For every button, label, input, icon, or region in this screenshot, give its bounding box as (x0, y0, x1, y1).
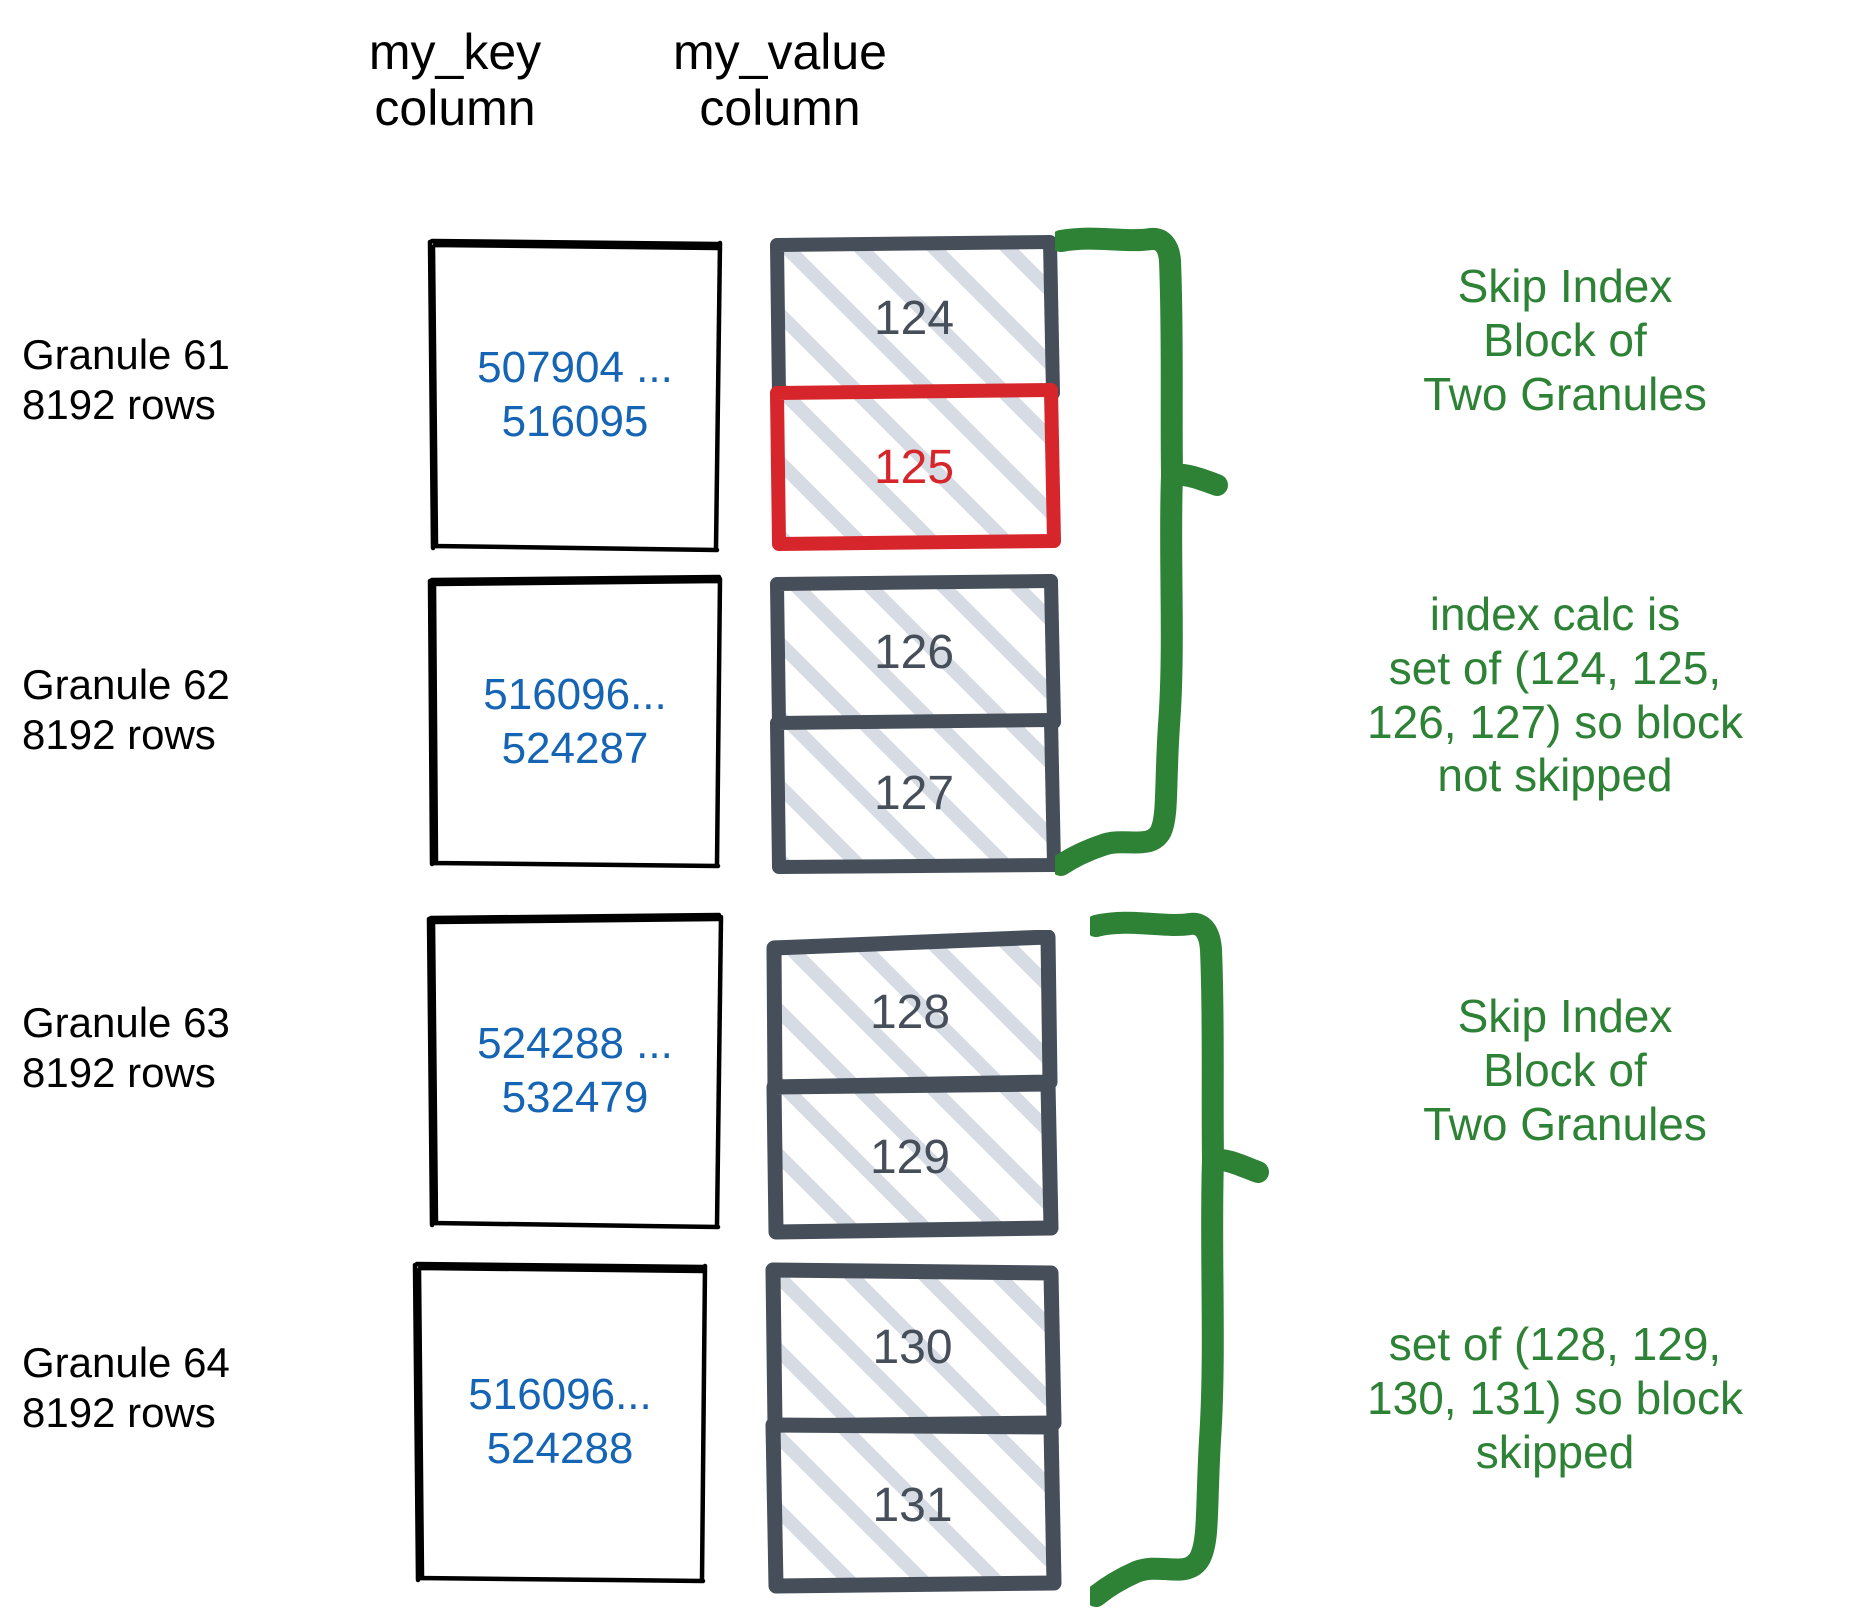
key-range-62: 516096... 524287 (483, 670, 667, 773)
value-cell-128: 128 (766, 930, 1058, 1095)
annotation-skip-index-lower: Skip Index Block of Two Granules (1423, 990, 1707, 1150)
key-range-63: 524288 ... 532479 (477, 1019, 673, 1122)
granule-label-64: Granule 64 8192 rows (22, 1339, 230, 1436)
value-cell-126: 126 (770, 574, 1061, 731)
annotation-index-calc-not-skipped: index calc is set of (124, 125, 126, 127… (1367, 588, 1743, 802)
value-text-128: 128 (869, 986, 951, 1039)
granule-label-63: Granule 63 8192 rows (22, 999, 230, 1096)
key-box-granule-64: 516096... 524288 (412, 1261, 708, 1584)
value-cell-131: 131 (765, 1417, 1062, 1594)
key-range-64: 516096... 524288 (468, 1370, 652, 1473)
value-text-129: 129 (869, 1131, 951, 1184)
key-box-granule-62: 516096... 524287 (427, 574, 723, 869)
granule-label-61: Granule 61 8192 rows (22, 331, 230, 428)
value-text-125: 125 (873, 440, 955, 494)
annotation-skip-index-upper: Skip Index Block of Two Granules (1423, 260, 1707, 420)
value-cell-125: 125 (770, 383, 1061, 551)
value-cell-127: 127 (770, 713, 1061, 874)
column-header-my-key: my_key column (368, 24, 542, 136)
value-cell-129: 129 (766, 1076, 1059, 1240)
value-text-127: 127 (873, 767, 955, 820)
value-cell-130: 130 (765, 1262, 1062, 1434)
key-box-granule-63: 524288 ... 532479 (426, 912, 724, 1230)
value-text-124: 124 (873, 291, 955, 345)
key-box-granule-61: 507904 ... 516095 (427, 238, 723, 553)
key-range-61: 507904 ... 516095 (477, 343, 673, 446)
column-header-my-value: my_value column (673, 24, 887, 136)
granule-label-62: Granule 62 8192 rows (22, 661, 230, 758)
value-text-126: 126 (873, 625, 955, 679)
value-text-131: 131 (872, 1478, 953, 1532)
value-text-130: 130 (872, 1321, 953, 1374)
value-cell-124: 124 (770, 235, 1060, 402)
annotation-index-calc-skipped: set of (128, 129, 130, 131) so block ski… (1367, 1318, 1743, 1478)
